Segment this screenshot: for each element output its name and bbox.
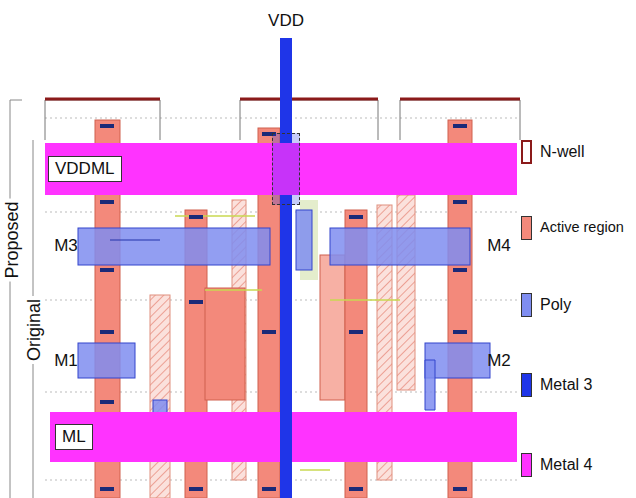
poly-wire (425, 360, 435, 410)
poly-gate (296, 210, 312, 270)
legend-item: Metal 4 (521, 453, 592, 477)
legend-swatch (521, 216, 532, 240)
contact (100, 487, 114, 491)
hatched-region (150, 295, 170, 498)
transistor-label: M3 (54, 236, 78, 256)
legend-text: Active region (540, 219, 624, 236)
active-region (320, 255, 345, 400)
legend-swatch (521, 293, 532, 317)
bracket-label: Original (24, 296, 45, 364)
legend-text: N-well (540, 142, 584, 161)
metal1-line (330, 299, 400, 301)
contact (189, 300, 203, 304)
poly-gate (78, 228, 270, 265)
legend-swatch (521, 140, 532, 164)
poly-gate (78, 343, 135, 378)
legend-item: Poly (521, 293, 571, 317)
contact (262, 330, 276, 334)
metal4-band: VDDML (45, 143, 517, 195)
bracket-tick (10, 100, 22, 101)
legend-item: Metal 3 (521, 373, 592, 397)
legend-text: Metal 4 (540, 455, 592, 474)
contact (100, 330, 114, 334)
contact (453, 268, 467, 272)
nwell-edge (45, 98, 160, 101)
band-label: VDDML (48, 156, 122, 182)
contact (349, 487, 363, 491)
contact (100, 124, 114, 128)
contact (100, 200, 114, 204)
contact (453, 124, 467, 128)
metal1-line (300, 469, 330, 471)
active-region (205, 288, 245, 400)
supply-label: VDD (268, 11, 304, 31)
contact (453, 487, 467, 491)
legend-item: N-well (521, 140, 584, 164)
contact (349, 215, 363, 219)
nwell-edge (240, 98, 378, 101)
band-label: ML (55, 424, 93, 450)
transistor-label: M2 (487, 351, 511, 371)
transistor-label: M4 (487, 236, 511, 256)
contact (189, 487, 203, 491)
bracket-line (10, 100, 11, 498)
metal1-line (205, 289, 262, 291)
contact (189, 215, 203, 219)
hatched-region (397, 195, 415, 390)
poly-gate (330, 228, 470, 265)
legend-swatch (521, 373, 532, 397)
via-outline (272, 133, 300, 205)
contact (100, 268, 114, 272)
contact (262, 487, 276, 491)
metal3-rail (280, 38, 292, 498)
contact (453, 330, 467, 334)
metal3-rail (280, 412, 292, 462)
legend-item: Active region (521, 216, 624, 240)
metal1-line (175, 215, 255, 217)
legend-text: Poly (540, 295, 571, 314)
contact (453, 200, 467, 204)
contact (349, 330, 363, 334)
contact (100, 400, 114, 404)
legend-swatch (521, 453, 532, 477)
metal4-band: ML (50, 412, 517, 462)
nwell-edge (400, 98, 520, 101)
transistor-label: M1 (54, 351, 78, 371)
legend-text: Metal 3 (540, 375, 592, 394)
bracket-label: Proposed (2, 198, 23, 281)
poly-detail (110, 240, 160, 241)
